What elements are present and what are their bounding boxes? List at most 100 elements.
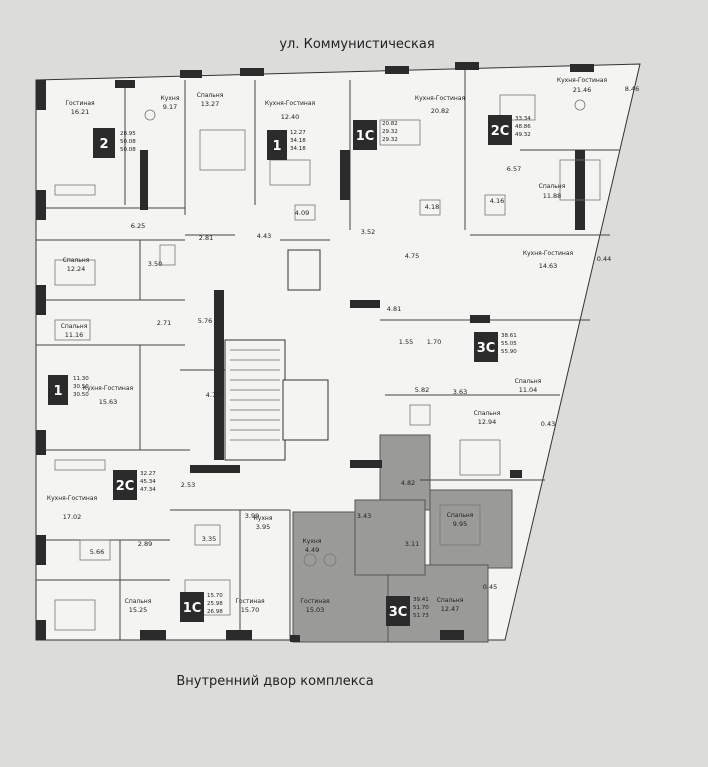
svg-text:Кухня: Кухня	[303, 538, 322, 545]
svg-text:34.18: 34.18	[290, 146, 306, 152]
svg-text:45.34: 45.34	[140, 479, 156, 485]
svg-text:3.52: 3.52	[361, 228, 375, 236]
svg-text:11.30: 11.30	[73, 376, 89, 382]
svg-text:Спальня: Спальня	[61, 323, 88, 330]
svg-text:32.27: 32.27	[140, 471, 156, 477]
apartment-badge: 3С 38.61 55.05 55.90	[474, 332, 517, 362]
svg-text:Спальня: Спальня	[447, 512, 474, 519]
svg-text:2.53: 2.53	[181, 481, 195, 489]
apartment-badge: 1 12.27 34.18 34.18	[267, 130, 306, 160]
svg-text:5.66: 5.66	[90, 548, 104, 556]
small-areas: 6.25 2.81 4.43 4.09 3.52 4.18 4.16 6.57 …	[90, 85, 639, 591]
svg-text:1.70: 1.70	[427, 338, 441, 346]
room-label: Кухня-Гостиная 20.82	[415, 95, 466, 115]
apartment-badge: 2С 33.34 48.86 49.32	[488, 115, 531, 145]
svg-text:3.99: 3.99	[245, 512, 259, 520]
svg-text:Гостиная: Гостиная	[300, 598, 330, 605]
svg-text:30.50: 30.50	[73, 392, 89, 398]
svg-text:Спальня: Спальня	[515, 378, 542, 385]
svg-text:25.98: 25.98	[207, 601, 223, 607]
svg-text:13.27: 13.27	[201, 100, 220, 108]
svg-text:Кухня-Гостиная: Кухня-Гостиная	[523, 250, 574, 257]
svg-text:5.76: 5.76	[198, 317, 212, 325]
svg-text:Кухня: Кухня	[254, 515, 273, 522]
svg-text:2С: 2С	[491, 124, 510, 139]
svg-text:0.45: 0.45	[483, 583, 497, 591]
svg-text:Спальня: Спальня	[63, 257, 90, 264]
svg-text:11.88: 11.88	[543, 192, 562, 200]
svg-text:4.73: 4.73	[206, 391, 220, 399]
svg-text:3С: 3С	[389, 605, 408, 620]
svg-text:4.75: 4.75	[405, 252, 419, 260]
svg-text:12.24: 12.24	[67, 265, 86, 273]
svg-text:4.82: 4.82	[401, 479, 415, 487]
svg-text:20.82: 20.82	[431, 107, 450, 115]
svg-text:50.08: 50.08	[120, 147, 136, 153]
svg-text:Спальня: Спальня	[437, 597, 464, 604]
svg-text:4.43: 4.43	[257, 232, 271, 240]
svg-text:15.70: 15.70	[207, 593, 223, 599]
room-label: Кухня-Гостиная 12.40	[265, 100, 316, 121]
svg-text:39.41: 39.41	[413, 597, 429, 603]
svg-text:Спальня: Спальня	[539, 183, 566, 190]
svg-text:2.89: 2.89	[138, 540, 152, 548]
svg-text:55.90: 55.90	[501, 349, 517, 355]
svg-text:4.49: 4.49	[305, 546, 319, 554]
svg-text:Кухня-Гостиная: Кухня-Гостиная	[265, 100, 316, 107]
svg-text:49.32: 49.32	[515, 132, 531, 138]
svg-text:15.70: 15.70	[241, 606, 260, 614]
room-label: Кухня-Гостиная 17.02	[47, 495, 98, 521]
svg-text:26.98: 26.98	[207, 609, 223, 615]
svg-text:48.86: 48.86	[515, 124, 531, 130]
room-label: Спальня 11.88	[539, 183, 566, 200]
svg-text:47.34: 47.34	[140, 487, 156, 493]
apartment-badge: 1С 15.70 25.98 26.98	[180, 592, 223, 622]
stair-core	[224, 249, 329, 461]
yard-label: Внутренний двор комплекса	[176, 674, 373, 689]
svg-text:14.63: 14.63	[539, 262, 558, 270]
svg-text:3С: 3С	[477, 341, 496, 356]
svg-text:4.81: 4.81	[387, 305, 401, 313]
svg-text:Кухня-Гостиная: Кухня-Гостиная	[83, 385, 134, 392]
svg-text:2.71: 2.71	[157, 319, 171, 327]
svg-text:0.44: 0.44	[597, 255, 611, 263]
svg-text:Кухня-Гостиная: Кухня-Гостиная	[47, 495, 98, 502]
svg-text:17.02: 17.02	[63, 513, 82, 521]
svg-text:30.50: 30.50	[73, 384, 89, 390]
svg-text:6.57: 6.57	[507, 165, 521, 173]
svg-text:11.16: 11.16	[65, 331, 84, 339]
svg-text:Кухня-Гостиная: Кухня-Гостиная	[415, 95, 466, 102]
svg-text:4.16: 4.16	[490, 197, 504, 205]
svg-text:Спальня: Спальня	[125, 598, 152, 605]
svg-text:15.03: 15.03	[306, 606, 325, 614]
svg-text:51.73: 51.73	[413, 613, 429, 619]
svg-text:1С: 1С	[183, 601, 202, 616]
svg-text:2С: 2С	[116, 479, 135, 494]
room-label: Кухня-Гостиная 14.63	[523, 250, 574, 270]
svg-text:34.18: 34.18	[290, 138, 306, 144]
svg-text:29.32: 29.32	[382, 137, 398, 143]
svg-text:12.47: 12.47	[441, 605, 460, 613]
svg-text:3.63: 3.63	[453, 388, 467, 396]
svg-text:Спальня: Спальня	[197, 92, 224, 99]
svg-text:4.09: 4.09	[295, 209, 309, 217]
svg-text:5.82: 5.82	[415, 386, 429, 394]
apartment-badge: 2С 32.27 45.34 47.34	[113, 470, 156, 500]
svg-text:3.43: 3.43	[357, 512, 371, 520]
apartment-badge: 1 11.30 30.50 30.50	[48, 375, 89, 405]
svg-text:1С: 1С	[356, 129, 375, 144]
svg-text:0.43: 0.43	[541, 420, 555, 428]
svg-text:12.40: 12.40	[281, 113, 300, 121]
